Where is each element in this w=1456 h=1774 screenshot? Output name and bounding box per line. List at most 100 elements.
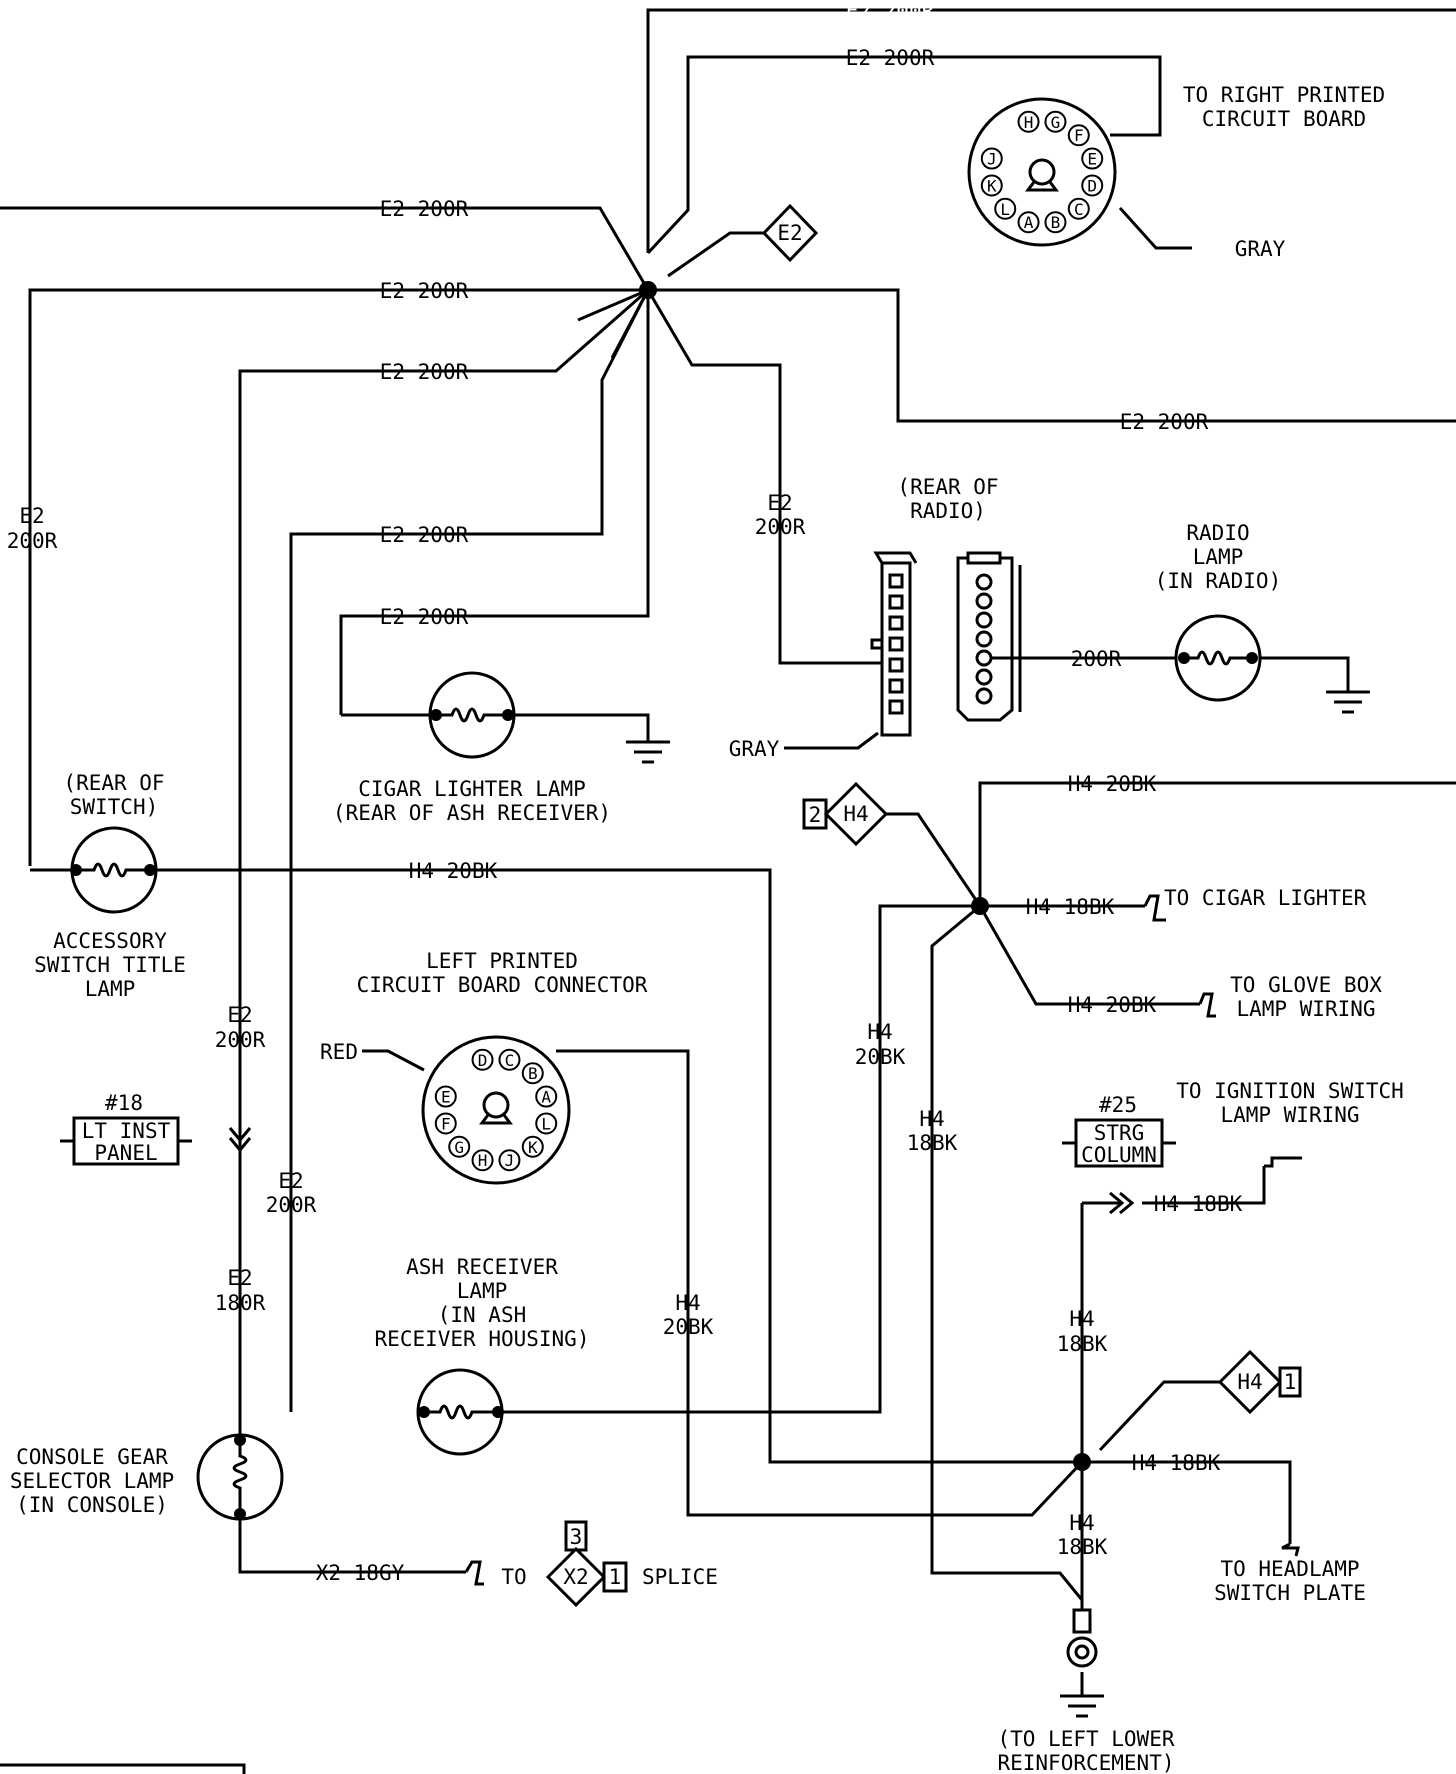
left-pcb-pin: [535, 1085, 558, 1108]
page-border-fragment: [0, 1763, 246, 1774]
right-pcb-pin: [1081, 174, 1104, 197]
left-pcb-pin-label: E: [441, 1088, 451, 1107]
left-pcb-pin: [535, 1112, 558, 1135]
wire-e2-mid-3: [238, 288, 649, 1470]
svg-text:E2 200R: E2 200R: [380, 279, 469, 303]
wire-h4-ignition: [1082, 1166, 1266, 1205]
cigar-lamp-label: CIGAR LIGHTER LAMP: [358, 777, 586, 801]
svg-text:E2: E2: [227, 1003, 252, 1027]
svg-text:(IN ASH: (IN ASH: [438, 1303, 527, 1327]
inline-connector-chevron-icon: [228, 1127, 252, 1153]
svg-text:SWITCH PLATE: SWITCH PLATE: [1214, 1581, 1366, 1605]
right-pcb-pin-label: B: [1051, 213, 1061, 232]
ground-symbols: [626, 690, 1370, 1718]
right-pcb-pin: [1044, 110, 1067, 133]
left-pcb-pin: [498, 1149, 521, 1172]
accessory-switch-lamp: [70, 826, 158, 914]
h4-diamond-top: 2 H4: [802, 781, 889, 847]
svg-text:X2: X2: [563, 1565, 588, 1589]
svg-text:E2 200R: E2 200R: [380, 197, 469, 221]
svg-text:E2: E2: [278, 1169, 303, 1193]
svg-text:COLUMN: COLUMN: [1081, 1143, 1157, 1167]
ground-eyelet-icon: [1066, 1636, 1098, 1668]
svg-text:SWITCH): SWITCH): [70, 795, 159, 819]
left-pcb-label: LEFT PRINTED: [426, 949, 578, 973]
left-pcb-pin: [434, 1112, 457, 1135]
right-pcb-pin: [1081, 147, 1104, 170]
dest-ground-location: (TO LEFT LOWER: [997, 1727, 1174, 1751]
left-pcb-pin-label: F: [441, 1114, 451, 1133]
right-pcb-pin: [1017, 211, 1040, 234]
wire-e2-far-right: [648, 288, 1456, 423]
console-lamp-label: CONSOLE GEAR: [16, 1445, 168, 1469]
left-pcb-pin: [448, 1135, 471, 1158]
svg-text:RECEIVER HOUSING): RECEIVER HOUSING): [375, 1327, 590, 1351]
wire-pcb-h4: [556, 1049, 1084, 1517]
radio-ground-icon: [1326, 690, 1370, 714]
right-pcb-pin-label: H: [1024, 113, 1034, 132]
radio-lamp-label: RADIO: [1186, 521, 1249, 545]
left-pcb-pin: [434, 1085, 457, 1108]
svg-text:H4: H4: [1069, 1511, 1094, 1535]
svg-text:SWITCH TITLE: SWITCH TITLE: [34, 953, 186, 977]
svg-text:1: 1: [609, 1565, 622, 1589]
svg-text:H4 20BK: H4 20BK: [409, 859, 498, 883]
svg-text:PANEL: PANEL: [94, 1141, 157, 1165]
left-pcb-pin-label: C: [505, 1051, 515, 1070]
wire-e2-diamond-pointer: [667, 231, 764, 278]
svg-text:H4 18BK: H4 18BK: [1132, 1451, 1221, 1475]
svg-text:E2 200R: E2 200R: [846, 46, 935, 70]
wire-accessory-lamp: [30, 868, 1082, 1464]
svg-text:200R: 200R: [266, 1193, 317, 1217]
wire-h4-ground-loop: [930, 904, 1084, 1601]
svg-text:200R: 200R: [1071, 647, 1122, 671]
h4-lower-splice-dot: [1073, 1453, 1091, 1471]
right-pcb-pin-label: C: [1074, 200, 1084, 219]
svg-text:H4: H4: [919, 1107, 944, 1131]
wire-red-pointer: [362, 1049, 425, 1072]
svg-text:LAMP: LAMP: [1193, 545, 1244, 569]
left-pcb-pin-label: G: [454, 1138, 464, 1157]
left-pcb-pin: [498, 1048, 521, 1071]
wire-h4-top: [978, 781, 1456, 906]
wire-gray-radio-pointer: [784, 731, 879, 750]
svg-text:200R: 200R: [755, 515, 806, 539]
left-pcb-pin: [521, 1062, 544, 1085]
svg-text:GRAY: GRAY: [729, 737, 780, 761]
svg-text:H4: H4: [867, 1020, 892, 1044]
svg-text:E2: E2: [227, 1266, 252, 1290]
svg-text:E2 200R: E2 200R: [380, 360, 469, 384]
accessory-lamp-location: (REAR OF: [63, 771, 164, 795]
left-pcb-pin-label: D: [478, 1051, 488, 1070]
svg-text:18BK: 18BK: [1057, 1332, 1108, 1356]
svg-text:RED: RED: [320, 1040, 358, 1064]
svg-text:SELECTOR LAMP: SELECTOR LAMP: [10, 1469, 174, 1493]
svg-text:#25: #25: [1099, 1093, 1137, 1117]
svg-text:E2 200R: E2 200R: [1120, 410, 1209, 434]
svg-text:2: 2: [809, 803, 822, 827]
right-pcb-pin-label: J: [987, 150, 997, 169]
right-pcb-connector: [967, 97, 1117, 247]
right-pcb-pin: [1017, 110, 1040, 133]
svg-text:STRG: STRG: [1094, 1121, 1145, 1145]
svg-text:GRAY: GRAY: [1235, 237, 1286, 261]
radio-connector-label: (REAR OF: [897, 475, 998, 499]
radio-connector-pair: [870, 551, 1064, 737]
wire-e2-top-1: [646, 8, 1456, 253]
lt-inst-panel-connector: #18 LT INST PANEL: [60, 1091, 252, 1166]
main-ground-icon: [1060, 1672, 1104, 1718]
inline-connector-chevron-icon: [1109, 1191, 1135, 1215]
svg-text:E2: E2: [767, 491, 792, 515]
wire-h4-diamond-top: [886, 812, 982, 907]
svg-text:1: 1: [1284, 1370, 1297, 1394]
wire-h4-diamond-bot: [1098, 1380, 1232, 1452]
right-pcb-pin-label: F: [1074, 126, 1084, 145]
e2-diamond: E2: [761, 203, 819, 263]
svg-text:18BK: 18BK: [1057, 1535, 1108, 1559]
left-pcb-pin-label: H: [478, 1151, 488, 1170]
right-pcb-pin: [1044, 211, 1067, 234]
right-pcb-pin-label: G: [1051, 113, 1061, 132]
splice-junctions: [639, 281, 1091, 1471]
wire-e2-star-b: [610, 289, 650, 359]
